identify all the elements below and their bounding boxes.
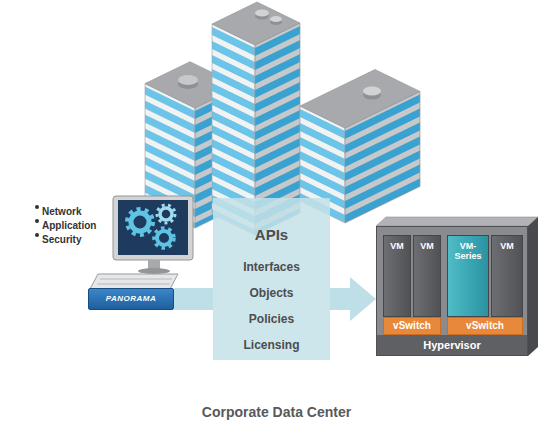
building-roof xyxy=(212,2,300,45)
bullet xyxy=(35,219,39,223)
feature-label: Security xyxy=(42,234,81,245)
bullet-item: Security xyxy=(42,229,81,247)
vswitch-band: vSwitch xyxy=(383,317,441,335)
monitor-stand xyxy=(138,268,170,274)
bullet-marks xyxy=(35,205,39,237)
roof-unit xyxy=(363,87,381,96)
gear-icon xyxy=(154,228,174,248)
monitor-bezel xyxy=(113,196,193,260)
bullet-item: Network xyxy=(42,201,81,219)
bullet xyxy=(35,233,39,237)
api-item: Policies xyxy=(249,306,294,332)
building-roof xyxy=(300,70,420,129)
api-item: Interfaces xyxy=(243,254,300,280)
gear-icon xyxy=(127,209,153,235)
device-label: PANORAMA xyxy=(106,294,157,304)
roof-unit xyxy=(270,16,282,22)
api-panel: APIsInterfacesObjectsPoliciesLicensing xyxy=(213,198,330,360)
vm-column: VM xyxy=(491,235,523,317)
vm-label: VM xyxy=(390,241,404,251)
api-item: Licensing xyxy=(243,332,299,358)
management-monitor xyxy=(90,196,193,289)
vm-column: VM xyxy=(413,235,441,317)
bullet-item: Application xyxy=(42,215,96,233)
vm-series-column: VM-Series xyxy=(447,235,489,317)
vswitch-label: vSwitch xyxy=(466,320,504,332)
panel-heading: APIs xyxy=(255,226,288,244)
server-top xyxy=(376,217,538,226)
feature-label: Application xyxy=(42,220,96,231)
gear-icon xyxy=(157,231,171,245)
ground-ellipse xyxy=(1,185,552,440)
hypervisor-label: Hypervisor xyxy=(423,335,480,355)
keyboard-keys xyxy=(97,284,170,285)
panorama-appliance: PANORAMA xyxy=(88,288,174,310)
vm-label: VM xyxy=(500,241,514,251)
bullet xyxy=(35,205,39,209)
monitor-screen xyxy=(118,200,188,255)
feature-label: Network xyxy=(42,206,81,217)
flow-arrow xyxy=(330,288,350,310)
region-title: Corporate Data Center xyxy=(202,404,351,421)
roof-unit xyxy=(255,10,269,17)
roof-unit xyxy=(178,75,198,85)
server-rack-sides xyxy=(376,217,538,356)
vswitch-band: vSwitch xyxy=(447,317,523,335)
api-item: Objects xyxy=(249,280,293,306)
vswitch-label: vSwitch xyxy=(393,320,431,332)
keyboard-keys xyxy=(100,279,172,280)
keyboard xyxy=(90,274,178,289)
vm-label: VM-Series xyxy=(449,241,487,261)
hypervisor-host: Hypervisor VM VM VM-Series VM vSwitch vSwitch xyxy=(376,226,528,356)
gear-icon xyxy=(131,213,149,231)
gear-icon xyxy=(157,205,175,223)
gear-icon xyxy=(160,208,172,220)
vm-label: VM xyxy=(420,241,434,251)
server-side xyxy=(528,217,538,356)
flow-arrow xyxy=(174,288,213,310)
vm-column: VM xyxy=(383,235,411,317)
